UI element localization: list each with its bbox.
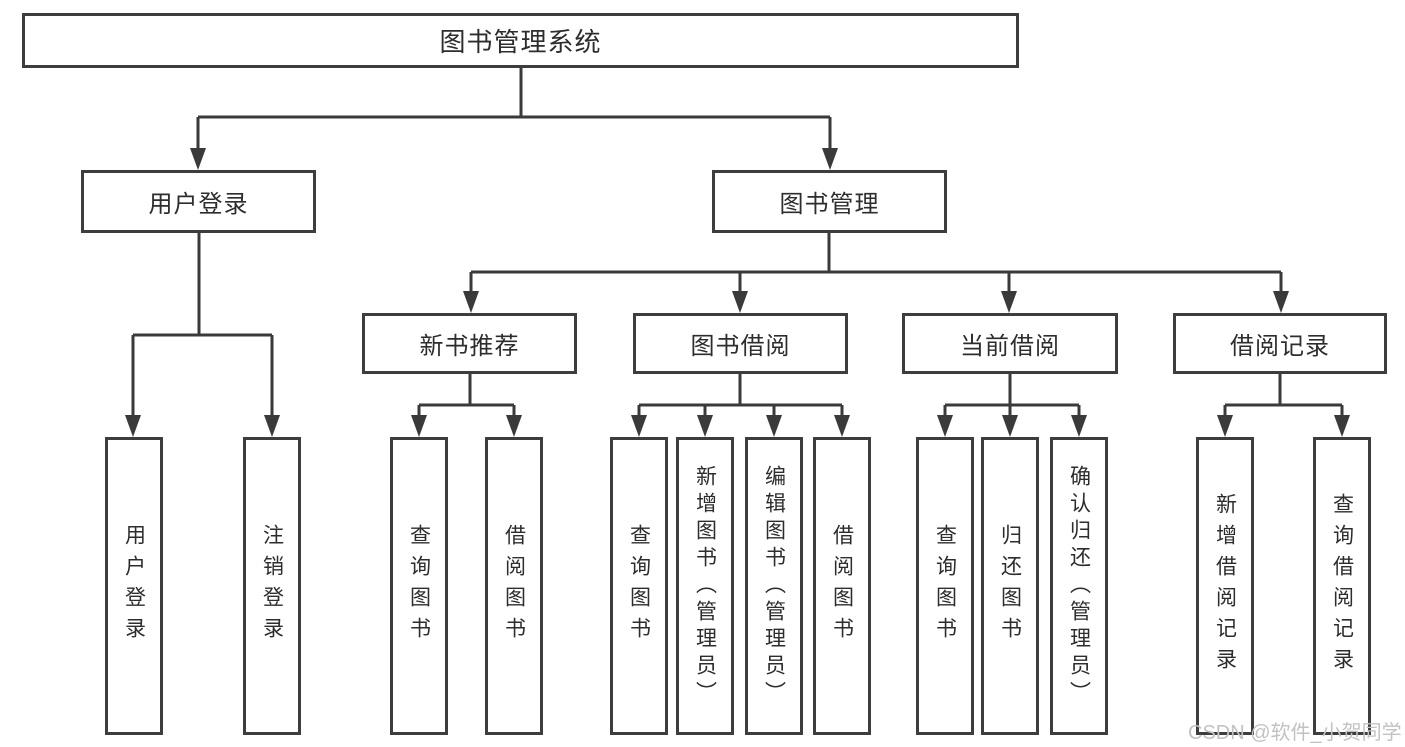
leaf-borrow-edit-books-admin: 编辑图书（管理员） (745, 437, 803, 735)
node-book-borrow: 图书借阅 (633, 313, 848, 374)
leaf-current-return-books: 归还图书 (981, 437, 1039, 735)
connector-book-management-to-level3 (463, 232, 1289, 313)
leaf-records-query-record: 查询借阅记录 (1313, 437, 1371, 735)
watermark-text: CSDN @软件_小贺同学 (1188, 722, 1402, 744)
leaf-recommend-query-books: 查询图书 (390, 437, 448, 735)
leaf-borrow-query-books: 查询图书 (610, 437, 668, 735)
connector-current-to-leaves (937, 373, 1087, 437)
node-current-borrow: 当前借阅 (902, 313, 1118, 374)
leaf-current-confirm-return-admin: 确认归还（管理员） (1050, 437, 1108, 735)
connector-recommend-to-leaves (411, 373, 522, 437)
leaf-borrow-add-books-admin: 新增图书（管理员） (676, 437, 734, 735)
leaf-current-query-books: 查询图书 (916, 437, 974, 735)
leaf-user-login: 用户登录 (105, 437, 163, 735)
leaf-borrow-borrow-books: 借阅图书 (813, 437, 871, 735)
connector-user-login-to-leaves (125, 232, 280, 437)
leaf-records-add-record: 新增借阅记录 (1196, 437, 1254, 735)
leaf-recommend-borrow-books: 借阅图书 (485, 437, 543, 735)
connector-borrow-to-leaves (631, 373, 850, 437)
connector-root-to-level2 (190, 66, 838, 170)
connector-records-to-leaves (1217, 373, 1350, 437)
leaf-logout-login: 注销登录 (243, 437, 301, 735)
node-user-login: 用户登录 (81, 170, 316, 233)
node-new-book-recommend: 新书推荐 (362, 313, 577, 374)
node-library-system: 图书管理系统 (22, 13, 1019, 68)
node-borrow-records: 借阅记录 (1173, 313, 1387, 374)
node-book-management: 图书管理 (712, 170, 947, 233)
